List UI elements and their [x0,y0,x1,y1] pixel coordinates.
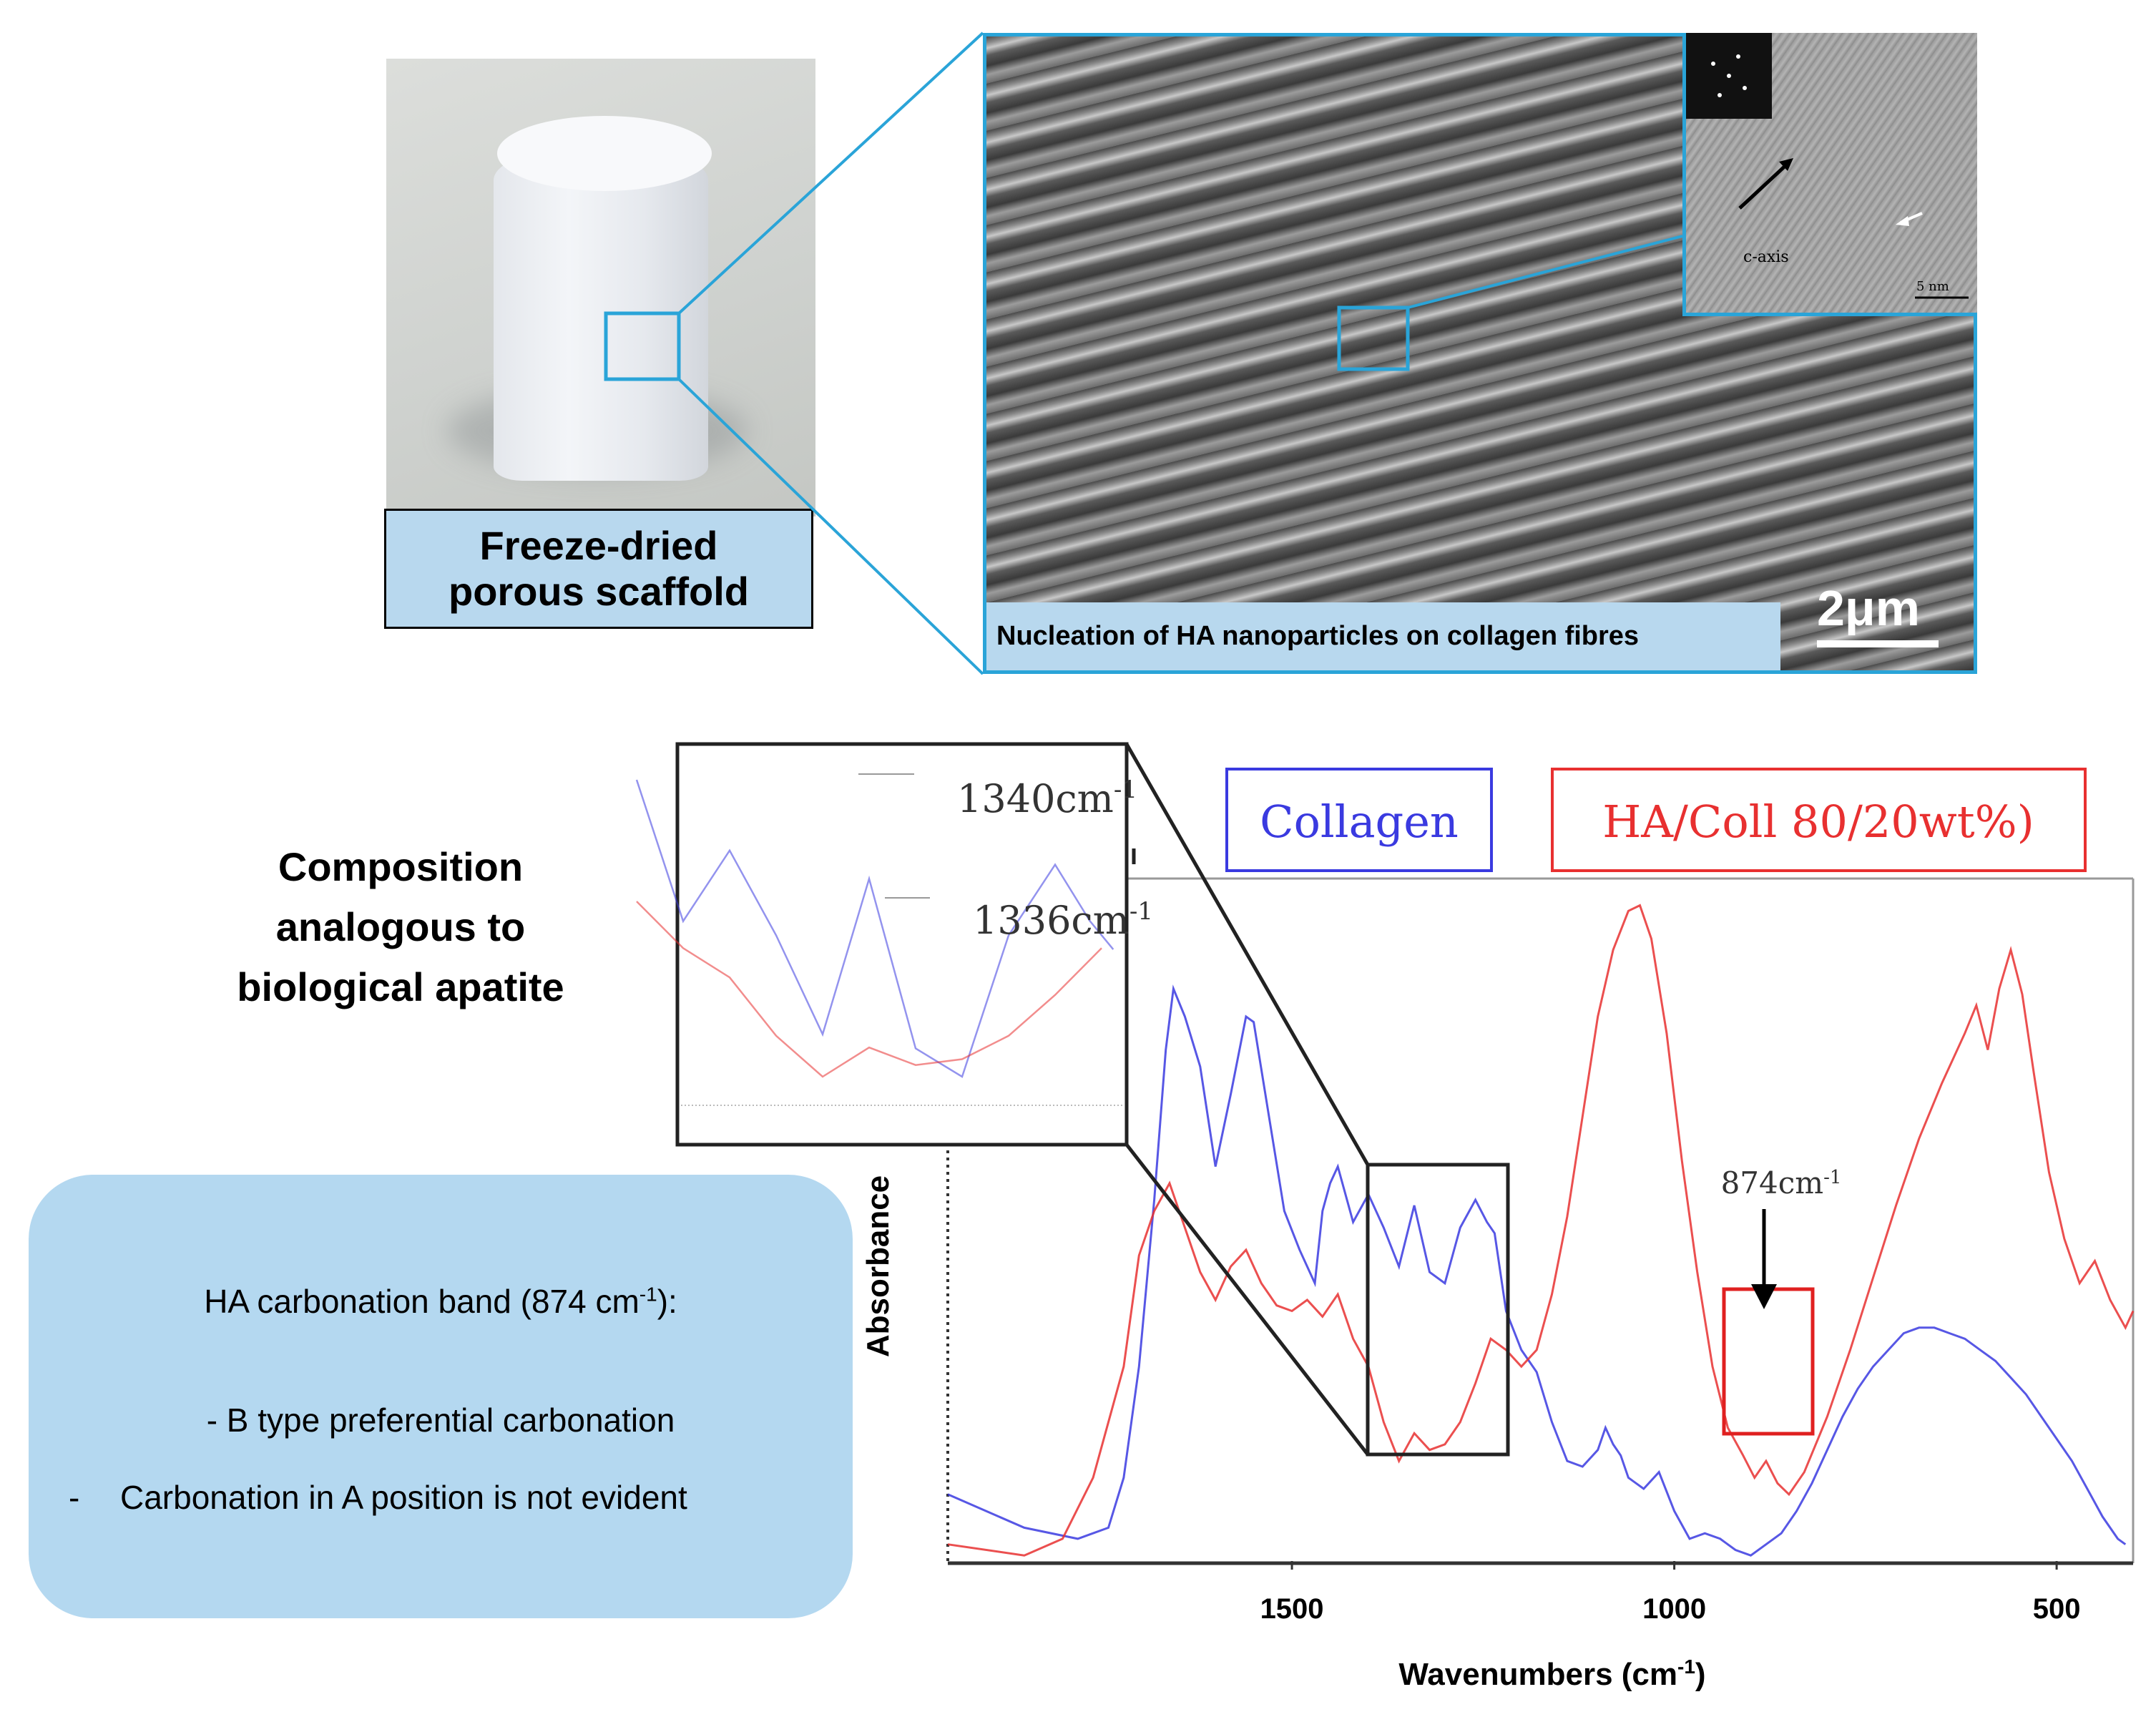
legend-ha: HA/Coll 80/20wt%) [1602,796,2034,848]
inset-ha-coll-line [636,901,1102,1078]
scaffold-label-line1: Freeze-dried [479,523,718,568]
tem-inset-image: c-axis 5 nm [1682,33,1977,316]
legend-collagen: Collagen [1260,796,1459,848]
sem-scale-bar [1817,640,1939,647]
x-axis-label: Wavenumbers (cm-1) [1398,1655,1705,1692]
annotation-874-arrowhead [1751,1284,1777,1309]
composition-heading: Composition analogous to biological apat… [193,837,608,1017]
amide-region-box [1366,1163,1510,1457]
scaffold-label: Freeze-dried porous scaffold [384,509,813,629]
tem-scale-label: 5 nm [1916,279,1949,294]
series-layer [947,904,2135,1557]
annotation-874-text: 874cm [1721,1165,1824,1200]
info-line3: Carbonation in A position is not evident [120,1479,687,1516]
scaffold-label-line2: porous scaffold [448,569,750,614]
info-line1: HA carbonation band (874 cm-1): [29,1282,853,1321]
photo-zoom-box [604,311,681,381]
x-axis-label-end: ) [1695,1657,1706,1692]
connector-line [677,31,984,315]
inset-label-1340: 1340cm-1 [957,776,1137,821]
x-tick-label: 1000 [1642,1593,1706,1625]
inset-panel: 1340cm-1 1336cm-1 [635,742,1153,1147]
info-line1-end: ): [657,1283,677,1320]
x-tick-label: 1500 [1260,1593,1324,1625]
diffraction-pattern [1686,33,1772,119]
inset-label-1340-text: 1340cm [957,776,1114,821]
info-line1-sup: -1 [639,1283,657,1306]
inset-label-1336-sup: -1 [1130,897,1153,926]
legend-collagen-box [1225,768,1493,872]
info-line2: - B type preferential carbonation [206,1402,675,1439]
x-axis-label-sup: -1 [1677,1655,1695,1678]
connector-line [1407,235,1683,309]
c-axis-label: c-axis [1743,248,1789,266]
x-ticks: 1500 1000 500 [1260,1561,2081,1625]
sem-zoom-box [1337,305,1410,371]
annotation-874: 874cm-1 [1721,1165,1842,1200]
heading-line3: biological apatite [237,964,564,1009]
inset-label-1336: 1336cm-1 [973,897,1153,943]
inset-label-1340-sup: -1 [1114,776,1137,804]
sem-caption: Nucleation of HA nanoparticles on collag… [986,602,1780,670]
tem-annotations: c-axis 5 nm [1738,158,1969,299]
inset-curves [635,779,1114,1078]
x-tick-label: 500 [2033,1593,2081,1625]
connector-line [677,378,984,675]
heading-line1: Composition [278,844,524,889]
carbonation-info-box: HA carbonation band (874 cm-1): - B type… [29,1175,853,1618]
annotation-874-sup: -1 [1823,1167,1841,1188]
info-line3-bullet: - [69,1479,80,1516]
carbonation-region-box [1722,1287,1815,1436]
y-axis-label: Absorbance [861,1175,896,1357]
sem-scale-label: 2μm [1817,580,1920,636]
heading-line2: analogous to [275,904,526,949]
inset-connector [1125,1143,1369,1456]
inset-connector [1124,743,1370,1166]
plot-frame [946,877,2135,1565]
x-axis-label-text: Wavenumbers (cm [1398,1657,1677,1692]
inset-frame [675,742,1129,1147]
inset-collagen-line [635,779,1114,1078]
inset-label-1336-text: 1336cm [973,898,1130,943]
series-ha-coll-line [947,904,2135,1557]
legend-ha-box [1551,768,2087,872]
info-line1-text: HA carbonation band (874 cm [204,1283,640,1320]
series-collagen-line [947,984,2127,1557]
